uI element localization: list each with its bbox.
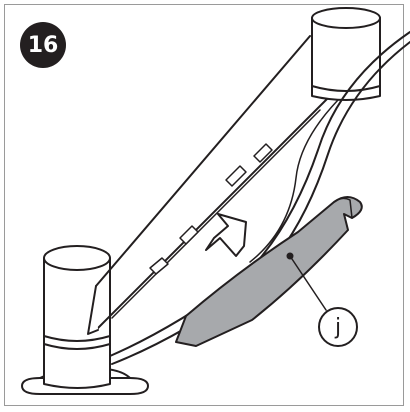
- callout-leader-line: [289, 255, 327, 311]
- arm-clip-1: [149, 257, 169, 275]
- cable-cover-lip: [333, 197, 353, 219]
- cable-cover-part-j: [175, 196, 363, 347]
- arm-bottom-edge: [95, 87, 339, 331]
- cable-outer: [109, 31, 410, 357]
- lower-pole-top: [43, 245, 111, 271]
- part-callout-j: j: [318, 307, 358, 347]
- figure-frame: [4, 4, 404, 406]
- step-number-badge: 16: [20, 22, 66, 68]
- arm-inner-edge: [111, 109, 321, 319]
- up-arrow-icon: [205, 213, 247, 257]
- upper-pole-top: [311, 7, 381, 29]
- arm-clip-2: [179, 225, 199, 245]
- upper-pole-ring: [311, 85, 381, 92]
- lower-pole: [43, 257, 111, 389]
- cable-loop: [249, 99, 339, 263]
- lower-pole-ring-2: [43, 343, 111, 350]
- lower-pole-ring: [43, 335, 111, 342]
- arm-top-edge: [95, 35, 311, 287]
- upper-pole: [311, 17, 381, 101]
- arm-clip-4: [253, 143, 273, 163]
- arm-lower-end: [87, 285, 99, 335]
- arm-clip-3: [225, 165, 247, 187]
- callout-leader-dot: [286, 252, 294, 260]
